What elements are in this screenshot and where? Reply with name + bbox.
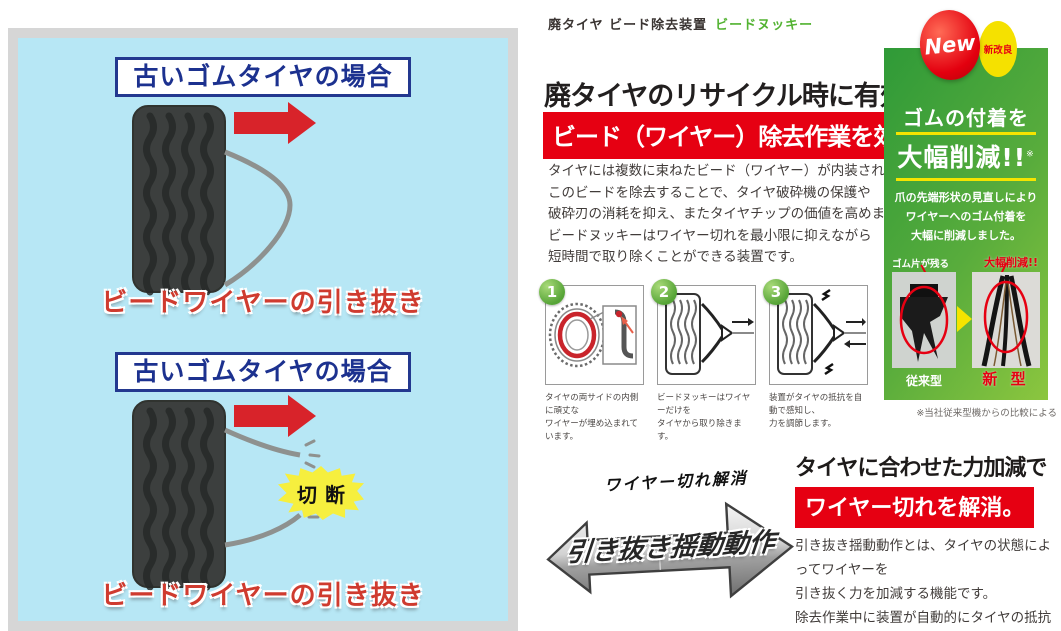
old-type-annotation: ゴム片が残る: [892, 256, 949, 270]
right-arrow-icon: [748, 318, 754, 326]
improved-badge: 新改良: [979, 21, 1017, 77]
step-number-badge: 2: [651, 279, 677, 305]
yellow-rule: [896, 132, 1036, 135]
inset-arrow-icon: [621, 316, 628, 325]
wire-pulling-art: [665, 293, 754, 375]
comparison-footnote: ※当社従来型機からの比較による: [916, 408, 1057, 419]
old-type-label: 従来型: [905, 374, 942, 388]
scene2-tire-art: [132, 395, 321, 630]
yellow-rule: [896, 178, 1036, 181]
sense-spark-icon: [821, 288, 834, 376]
left-arrow-icon: [844, 340, 850, 348]
compare-arrow-icon: [957, 306, 972, 332]
step-3: 3 装置がタイヤの抵抗を自動で感知し、 力を調節します。: [763, 279, 868, 444]
pull-arrow-icon: [234, 395, 316, 437]
step-2: 2 ビードヌッキーはワイヤーだけを タイヤから取り除きます。: [651, 279, 756, 444]
note-mark: ※: [1026, 149, 1035, 160]
oscillation-headline-highlight: ワイヤー切れを解消。: [795, 487, 1035, 528]
step-3-caption: 装置がタイヤの抵抗を自動で感知し、 力を調節します。: [769, 393, 863, 429]
step-1-caption: タイヤの両サイドの内側に頑丈な ワイヤーが埋め込まれています。: [545, 393, 639, 442]
intro-headline: 廃タイヤのリサイクル時に有効な: [544, 81, 933, 112]
scene1-title: 古いゴムタイヤの場合: [115, 57, 411, 97]
scene1-tire-art: [132, 102, 316, 335]
gripper: [833, 324, 846, 342]
bead-dot: [615, 310, 623, 318]
bead-wire: [223, 149, 293, 288]
panel-body: 爪の先端形状の見直しにより ワイヤーへのゴム付着を 大幅に削減しました。: [894, 191, 1038, 242]
step-2-caption: ビードヌッキーはワイヤーだけを タイヤから取り除きます。: [657, 393, 751, 442]
scene2-title: 古いゴムタイヤの場合: [115, 352, 411, 392]
panel-title-line1: ゴムの付着を: [903, 106, 1029, 130]
gripper: [721, 324, 734, 342]
intro-body: タイヤには複数に束ねたビード（ワイヤー）が内装されています。 このビードを除去す…: [548, 161, 950, 269]
new-badge: New: [916, 7, 984, 83]
oscillation-body: 引き抜き揺動動作とは、タイヤの状態によってワイヤーを 引き抜く力を加減する機能で…: [795, 538, 1052, 626]
panel-title-line2: 大幅削減!!※: [897, 143, 1035, 172]
bead-ring: [557, 311, 597, 359]
video-frame: 古いゴムタイヤの場合 ビードワイヤーの引き抜き 古いゴムタイヤの場合: [8, 28, 518, 631]
right-arrow-icon: [862, 318, 866, 326]
scene1-caption: ビードワイヤーの引き抜き: [101, 288, 425, 318]
new-type-annotation: 大幅削減!!: [983, 256, 1038, 269]
step-3-diagram: 3: [763, 279, 868, 385]
step-2-diagram: 2: [651, 279, 756, 385]
how-it-works-steps: 1 タイヤの両サイドの内側に頑丈な ワイヤーが埋め込まれています。: [539, 279, 868, 444]
intro-body-line: 短時間で取り除くことができる装置です。: [548, 249, 803, 265]
header-device-name: 廃タイヤ ビード除去装置: [548, 18, 708, 33]
intro-body-line: 破砕刃の消耗を抑え、またタイヤチップの価値を高めます。: [548, 206, 911, 222]
improvement-panel: New 新改良 ゴムの付着を 大幅削減!!※ 爪の先端形状の見直しにより ワイヤ…: [884, 7, 1048, 400]
clean-wire-art: [981, 274, 1032, 367]
old-type-photo: [892, 272, 956, 368]
highlight-ellipse: [983, 280, 1029, 354]
pulled-wire: [812, 302, 838, 364]
rubber-chunk-art: [899, 284, 949, 362]
pull-arrow-icon: [234, 102, 316, 144]
header-product-name: ビードヌッキー: [715, 18, 814, 33]
illustration-panel: 古いゴムタイヤの場合 ビードワイヤーの引き抜き 古いゴムタイヤの場合: [18, 38, 508, 621]
intro-body-line: このビードを除去することで、タイヤ破砕機の保護や: [548, 184, 871, 201]
document-header: 廃タイヤ ビード除去装置ビードヌッキー: [548, 14, 813, 33]
step-number-badge: 1: [539, 279, 565, 305]
pulled-wire: [700, 302, 726, 364]
step-1: 1 タイヤの両サイドの内側に頑丈な ワイヤーが埋め込まれています。: [539, 279, 644, 444]
intro-body-line: ビードヌッキーはワイヤー切れを最小限に抑えながら: [548, 227, 872, 244]
scene2-caption: ビードワイヤーの引き抜き: [101, 581, 425, 611]
new-type-label: 新 型: [982, 370, 1030, 388]
force-sensing-art: [777, 288, 866, 376]
broken-wire-top: [223, 427, 301, 458]
cut-burst-label: 切断: [297, 482, 353, 507]
step-number-badge: 3: [763, 279, 789, 305]
new-type-photo: [972, 272, 1040, 368]
double-arrow-banner: [546, 501, 795, 599]
broken-wire-bottom: [224, 513, 302, 548]
double-arrow-shape: [546, 501, 795, 599]
step-1-diagram: 1: [539, 279, 644, 385]
intro-body-line: タイヤには複数に束ねたビード（ワイヤー）が内装されています。: [548, 163, 951, 179]
highlight-ellipse: [899, 285, 949, 355]
oscillation-headline: タイヤに合わせた力加減で: [795, 456, 1047, 481]
tire-cross-section-art: [548, 302, 637, 368]
